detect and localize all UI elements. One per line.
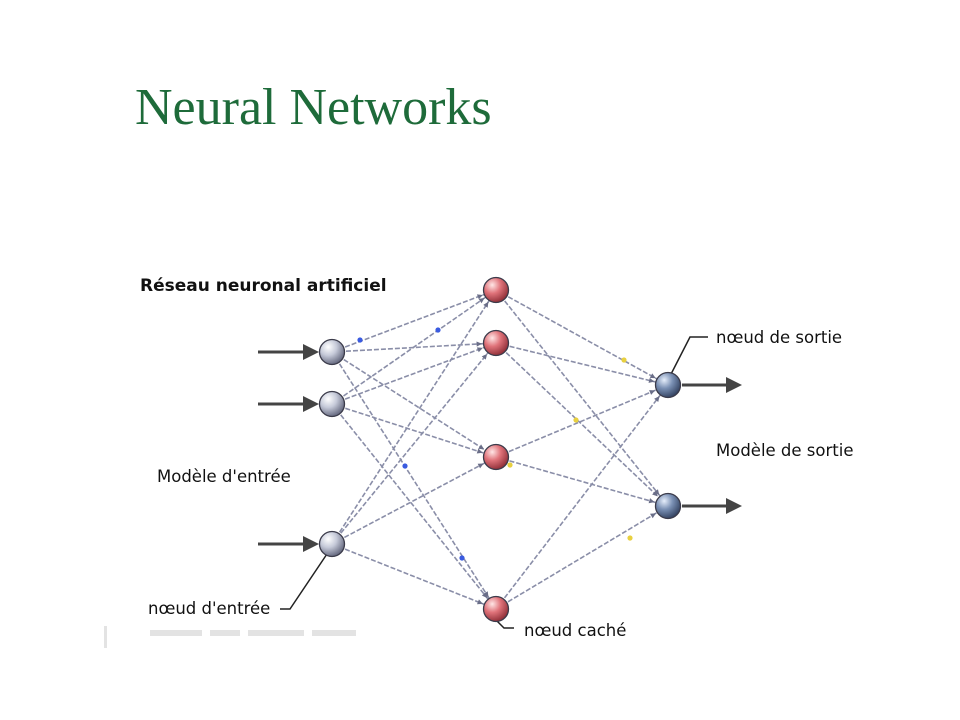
connection-input-3-hidden-3-head: [477, 463, 484, 469]
connection-input-3-hidden-2-head: [481, 353, 488, 360]
connection-hidden-1-output-2: [495, 289, 669, 507]
hidden-node-1: [482, 276, 510, 304]
slide-title: Neural Networks: [135, 79, 492, 136]
hidden-node-label: nœud caché: [524, 621, 626, 640]
connection-input-2-hidden-1-head: [478, 297, 485, 304]
connection-hidden-1-output-1: [495, 289, 669, 386]
connection-hidden-4-output-2-head: [650, 513, 656, 519]
connection-input-2-hidden-4-head: [481, 592, 488, 599]
connection-hidden-2-output-1-head: [648, 377, 655, 383]
connection-hidden-1-output-1-head: [649, 373, 656, 379]
connections: [331, 289, 669, 610]
connection-hidden-3-output-1: [495, 384, 669, 458]
output-arrow-2-head: [726, 498, 742, 514]
connection-input-1-hidden-2: [331, 342, 497, 353]
hidden-node-2: [482, 329, 510, 357]
connection-input-3-hidden-4-head: [477, 599, 483, 605]
connection-hidden-1-output-2-head: [653, 489, 660, 496]
signal-dot: [507, 462, 513, 468]
connection-input-1-hidden-1-head: [476, 294, 483, 300]
connection-input-3-hidden-3: [331, 456, 497, 545]
connection-hidden-4-output-1: [495, 384, 669, 610]
signal-dot: [573, 417, 579, 423]
nodes: [318, 276, 682, 623]
arrows: [258, 344, 742, 552]
connection-input-1-hidden-2-head: [476, 341, 483, 347]
connection-hidden-4-output-1-head: [654, 396, 660, 402]
output-arrow-1-head: [726, 377, 742, 393]
input-arrow-1-head: [303, 344, 319, 360]
input-pattern-label: Modèle d'entrée: [157, 467, 291, 486]
input-node-label: nœud d'entrée: [148, 599, 270, 618]
signal-dot: [627, 535, 633, 541]
connection-hidden-3-output-2: [495, 456, 669, 507]
input-node-leader: [280, 547, 332, 610]
connection-input-1-hidden-3-head: [478, 444, 485, 450]
connection-input-1-hidden-4: [331, 351, 497, 610]
connection-input-2-hidden-2: [331, 342, 497, 405]
input-node-3: [318, 530, 346, 558]
connection-hidden-3-output-2-head: [648, 498, 655, 504]
connection-input-2-hidden-3: [331, 403, 497, 458]
connection-hidden-3-output-1-head: [649, 390, 656, 395]
output-node-leader: [667, 336, 708, 381]
output-pattern-label: Modèle de sortie: [716, 441, 854, 460]
connection-input-2-hidden-1: [331, 289, 497, 405]
signal-dot: [402, 463, 408, 469]
connection-input-2-hidden-4: [331, 403, 497, 610]
input-node-2: [318, 390, 346, 418]
output-node-label: nœud de sortie: [716, 328, 842, 347]
connection-input-3-hidden-2: [331, 342, 497, 545]
hidden-node-4: [482, 595, 510, 623]
connection-input-3-hidden-1: [331, 289, 497, 545]
connection-hidden-4-output-2: [495, 505, 669, 610]
signal-dot: [357, 337, 363, 343]
input-node-1: [318, 338, 346, 366]
connection-hidden-2-output-1: [495, 342, 669, 386]
connection-input-2-hidden-2-head: [476, 347, 483, 353]
signal-dot: [459, 555, 465, 561]
signal-dot: [621, 357, 627, 363]
connection-input-1-hidden-3: [331, 351, 497, 458]
signal-dot: [435, 327, 441, 333]
output-node-1: [654, 371, 682, 399]
connection-input-3-hidden-1-head: [483, 301, 489, 308]
connection-input-2-hidden-3-head: [476, 448, 483, 454]
input-arrow-3-head: [303, 536, 319, 552]
connection-hidden-2-output-2-head: [652, 490, 658, 497]
hidden-node-3: [482, 443, 510, 471]
diagram-heading: Réseau neuronal artificiel: [140, 276, 387, 296]
output-node-2: [654, 492, 682, 520]
connection-input-1-hidden-1: [331, 289, 497, 353]
scan-artifact: [104, 626, 356, 648]
connection-hidden-2-output-2: [495, 342, 669, 507]
connection-input-3-hidden-4: [331, 543, 497, 610]
input-arrow-2-head: [303, 396, 319, 412]
